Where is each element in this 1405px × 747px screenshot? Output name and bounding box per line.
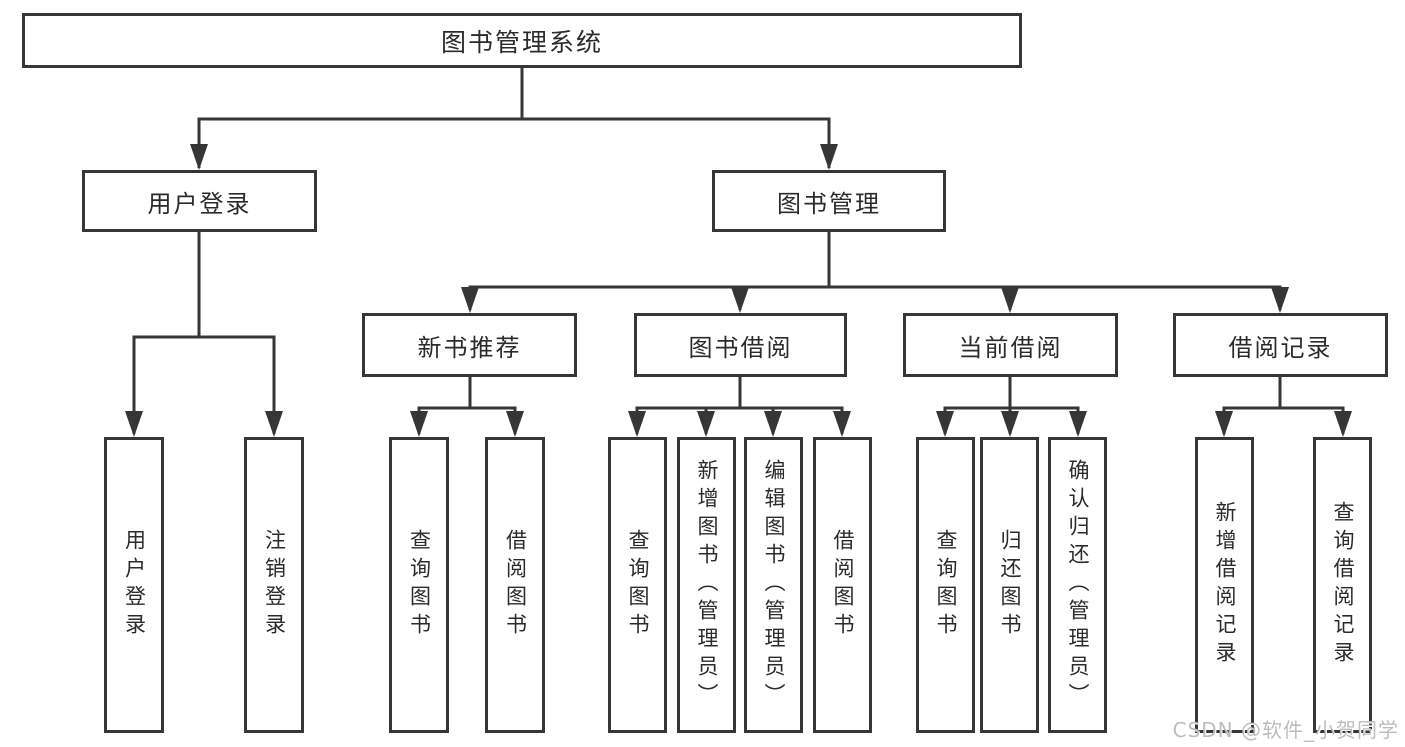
leaf-borrowing-add-book-admin: 新增图书（管理员）: [677, 437, 736, 733]
connector-userlogin-to-leaves: [132, 232, 276, 434]
watermark: CSDN @软件_小贺同学: [1172, 718, 1399, 742]
leaf-recommend-borrow-book: 借阅图书: [485, 437, 545, 733]
connector-root-to-level2: [197, 68, 831, 168]
node-book-borrowing: 图书借阅: [634, 313, 847, 377]
leaf-borrowing-edit-book-admin: 编辑图书（管理员）: [744, 437, 803, 733]
connector-records-to-leaves: [1222, 377, 1345, 434]
leaf-borrowing-borrow-book: 借阅图书: [813, 437, 872, 733]
connector-borrowing-to-leaves: [635, 377, 844, 434]
connector-recommend-to-leaves: [417, 377, 517, 434]
node-borrowing-records: 借阅记录: [1173, 313, 1388, 377]
connector-bookmgmt-to-level3: [468, 232, 1282, 310]
arrowheads: [125, 144, 1352, 437]
leaf-user-login: 用户登录: [104, 437, 164, 733]
leaf-current-confirm-return-admin: 确认归还（管理员）: [1048, 437, 1107, 733]
node-new-book-recommend: 新书推荐: [362, 313, 577, 377]
leaf-borrowing-query-book: 查询图书: [608, 437, 667, 733]
leaf-current-query-book: 查询图书: [916, 437, 975, 733]
leaf-logout: 注销登录: [244, 437, 304, 733]
node-root: 图书管理系统: [22, 13, 1022, 68]
node-book-management: 图书管理: [712, 170, 946, 232]
node-user-login: 用户登录: [82, 170, 317, 232]
leaf-records-query-record: 查询借阅记录: [1313, 437, 1372, 733]
leaf-records-add-record: 新增借阅记录: [1195, 437, 1254, 733]
node-current-borrowing: 当前借阅: [903, 313, 1118, 377]
leaf-current-return-book: 归还图书: [980, 437, 1039, 733]
leaf-recommend-query-book: 查询图书: [389, 437, 449, 733]
